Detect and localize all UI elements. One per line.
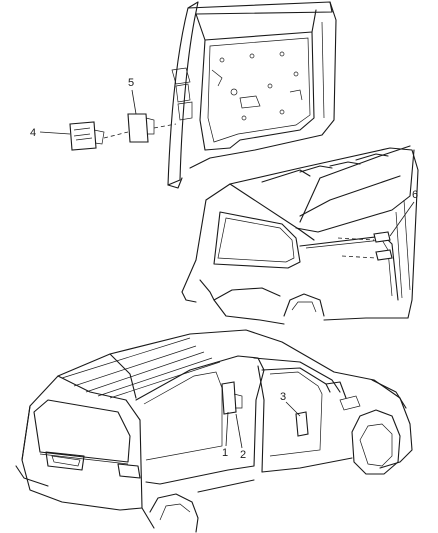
- callout-5: 5: [128, 77, 134, 89]
- callout-6: 6: [412, 189, 418, 201]
- minivan-illustration: [15, 329, 413, 533]
- callout-1: 1: [222, 447, 228, 459]
- callout-3: 3: [280, 391, 286, 403]
- part-3-pad: [295, 411, 309, 437]
- part-1-2-pads: [221, 381, 243, 415]
- door-frame-illustration: [167, 1, 337, 189]
- callout-4: 4: [30, 127, 36, 139]
- callout-2: 2: [240, 449, 246, 461]
- part-6-pads: [373, 231, 393, 261]
- liftgate-illustration: [181, 145, 419, 325]
- part-4-pad: [69, 121, 105, 151]
- part-5-pad: [127, 113, 155, 143]
